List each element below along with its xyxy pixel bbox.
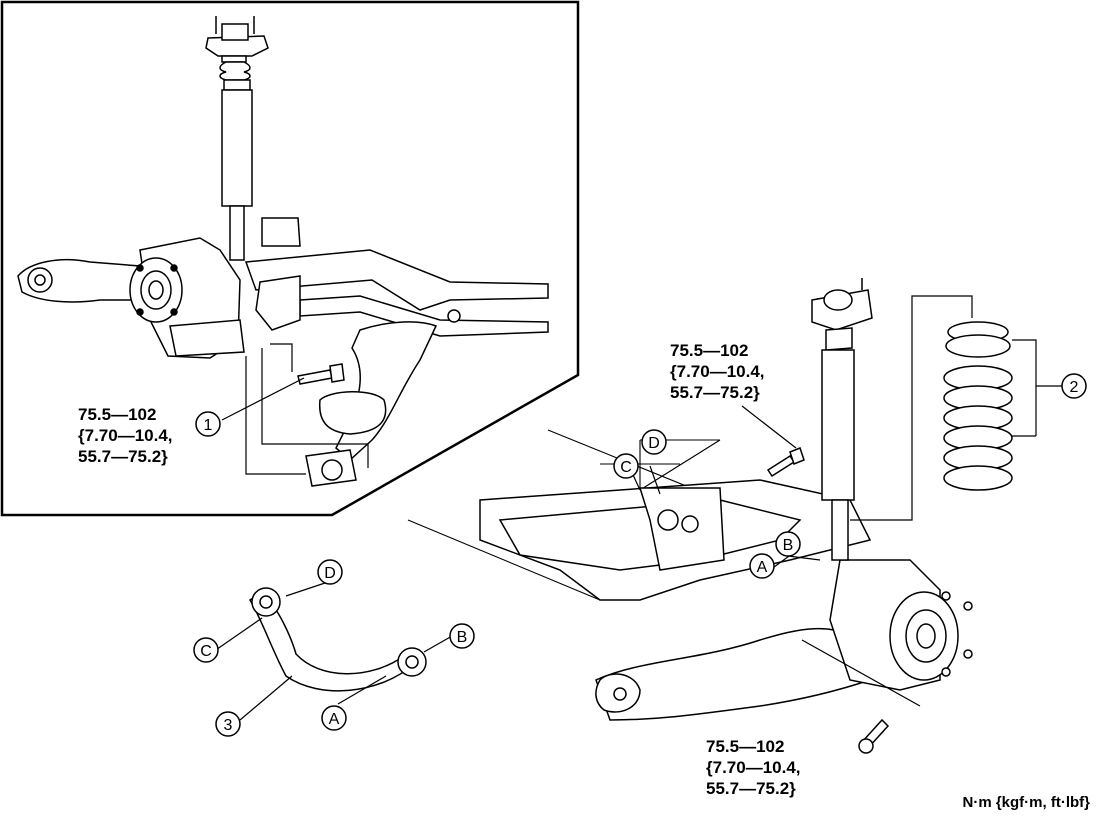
torque-spec-lower-line-2: {7.70—10.4, (706, 758, 801, 777)
callout-c-frame: C (613, 453, 639, 479)
callout-d-arm: D (317, 559, 343, 585)
inset-leader-lines (221, 343, 369, 475)
torque-spec-inset-line-1: 75.5—102 (78, 405, 157, 424)
callout-1-label: 1 (204, 417, 213, 434)
inset-shock-absorber (205, 16, 269, 261)
callout-c-arm-label: C (200, 643, 212, 660)
callout-2: 2 (1061, 373, 1087, 399)
callout-b-frame-label: B (783, 537, 794, 554)
callout-c-arm: C (193, 637, 219, 663)
inset-detail-view (0, 0, 580, 517)
inset-knuckle-hub (17, 237, 245, 359)
callout-3: 3 (215, 711, 241, 737)
torque-spec-upper-line-3: 55.7—75.2} (670, 383, 760, 402)
inset-subframe (244, 217, 549, 487)
callout-a-arm: A (321, 705, 347, 731)
callout-a-frame-label: A (757, 559, 768, 576)
inset-bolt (297, 363, 345, 385)
callout-1: 1 (195, 411, 221, 437)
torque-spec-upper-line-2: {7.70—10.4, (670, 362, 765, 381)
main-assembly (407, 278, 1013, 754)
callout-b-arm: B (449, 623, 475, 649)
callout-b-frame: B (775, 531, 801, 557)
torque-spec-lower-line-3: 55.7—75.2} (706, 779, 796, 798)
callout-c-frame-label: C (620, 459, 632, 476)
callout-a-frame: A (749, 553, 775, 579)
callout-b-arm-label: B (457, 629, 468, 646)
callout-d-frame: D (641, 429, 667, 455)
callout-a-arm-label: A (329, 711, 340, 728)
callout-3-label: 3 (224, 717, 233, 734)
main-leader-lines (209, 295, 1062, 721)
upper-control-arm (248, 587, 427, 692)
inset-frame (0, 0, 580, 517)
torque-spec-inset-line-3: 55.7—75.2} (78, 447, 168, 466)
coil-spring (943, 321, 1013, 491)
torque-spec-inset-line-2: {7.70—10.4, (78, 426, 173, 445)
torque-spec-lower: 75.5—102 {7.70—10.4, 55.7—75.2} (706, 736, 801, 799)
callout-d-arm-label: D (324, 565, 336, 582)
torque-spec-upper-line-1: 75.5—102 (670, 341, 749, 360)
torque-unit-label: N·m {kgf·m, ft·lbf} (962, 794, 1091, 811)
callout-2-label: 2 (1070, 379, 1079, 396)
torque-spec-inset: 75.5—102 {7.70—10.4, 55.7—75.2} (78, 404, 173, 467)
torque-spec-lower-line-1: 75.5—102 (706, 737, 785, 756)
callout-d-frame-label: D (648, 435, 660, 452)
torque-spec-upper: 75.5—102 {7.70—10.4, 55.7—75.2} (670, 340, 765, 403)
